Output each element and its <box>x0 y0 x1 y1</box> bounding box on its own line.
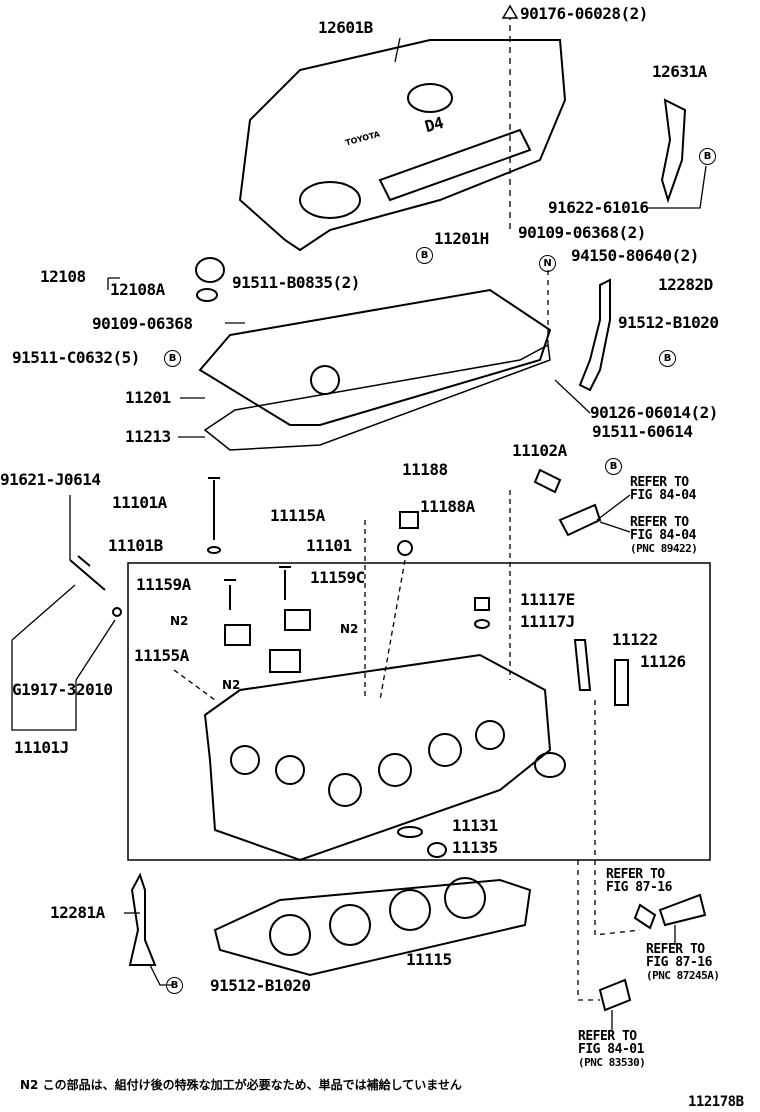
label-12601B: 12601B <box>318 18 373 37</box>
label-94150-80640: 94150-80640(2) <box>571 246 699 265</box>
label-11117J: 11117J <box>520 612 575 631</box>
cylinder-head-box <box>127 562 711 861</box>
label-11188A: 11188A <box>420 497 475 516</box>
label-11131: 11131 <box>452 816 498 835</box>
label-12108A: 12108A <box>110 280 165 299</box>
label-91511-B0835: 91511-B0835(2) <box>232 273 360 292</box>
label-11115A: 11115A <box>270 506 325 525</box>
label-90109-06368-2: 90109-06368(2) <box>518 223 646 242</box>
label-11101B: 11101B <box>108 536 163 555</box>
marker-n2: N2 <box>222 678 241 692</box>
triangle-icon <box>501 4 519 19</box>
label-G1917-32010: G1917-32010 <box>12 680 113 699</box>
valve-cover <box>198 288 552 426</box>
marker-b: B <box>166 977 183 994</box>
label-11201: 11201 <box>125 388 171 407</box>
cylinder-head <box>203 653 552 862</box>
marker-b: B <box>416 247 433 264</box>
marker-n2: N2 <box>170 614 189 628</box>
label-91622-61016: 91622-61016 <box>548 198 649 217</box>
label-11126: 11126 <box>640 652 686 671</box>
label-11117E: 11117E <box>520 590 575 609</box>
figure-id: 112178B <box>688 1094 744 1110</box>
head-gasket <box>213 878 532 977</box>
gasket <box>203 343 551 451</box>
footnote: N2 この部品は、組付け後の特殊な加工が必要なため、単品では補給していません <box>20 1078 462 1092</box>
label-11155A: 11155A <box>134 646 189 665</box>
label-11159A: 11159A <box>136 575 191 594</box>
label-91512-B1020: 91512-B1020 <box>618 313 719 332</box>
marker-n: N <box>539 255 556 272</box>
marker-b: B <box>699 148 716 165</box>
label-90109-06368: 90109-06368 <box>92 314 193 333</box>
marker-b: B <box>659 350 676 367</box>
label-11115: 11115 <box>406 950 452 969</box>
label-11135: 11135 <box>452 838 498 857</box>
label-91511-60614: 91511-60614 <box>592 422 693 441</box>
marker-n2: N2 <box>340 622 359 636</box>
label-11188: 11188 <box>402 460 448 479</box>
label-12631A: 12631A <box>652 62 707 81</box>
marker-b: B <box>605 458 622 475</box>
label-90176-06028: 90176-06028(2) <box>520 4 648 23</box>
marker-b: B <box>164 350 181 367</box>
label-11122: 11122 <box>612 630 658 649</box>
label-91621-J0614: 91621-J0614 <box>0 470 101 489</box>
label-11213: 11213 <box>125 427 171 446</box>
label-12282D: 12282D <box>658 275 713 294</box>
label-11101: 11101 <box>306 536 352 555</box>
toyota-emblem <box>407 83 453 113</box>
label-91511-C0632: 91511-C0632(5) <box>12 348 140 367</box>
label-11101J: 11101J <box>14 738 69 757</box>
label-11159C: 11159C <box>310 568 365 587</box>
label-12281A: 12281A <box>50 903 105 922</box>
label-11201H: 11201H <box>434 229 489 248</box>
engine-cover <box>238 39 567 252</box>
label-11101A: 11101A <box>112 493 167 512</box>
label-91512-B1020-lower: 91512-B1020 <box>210 976 311 995</box>
label-12108: 12108 <box>40 267 86 286</box>
label-11102A: 11102A <box>512 441 567 460</box>
label-90126-06014: 90126-06014(2) <box>590 403 718 422</box>
